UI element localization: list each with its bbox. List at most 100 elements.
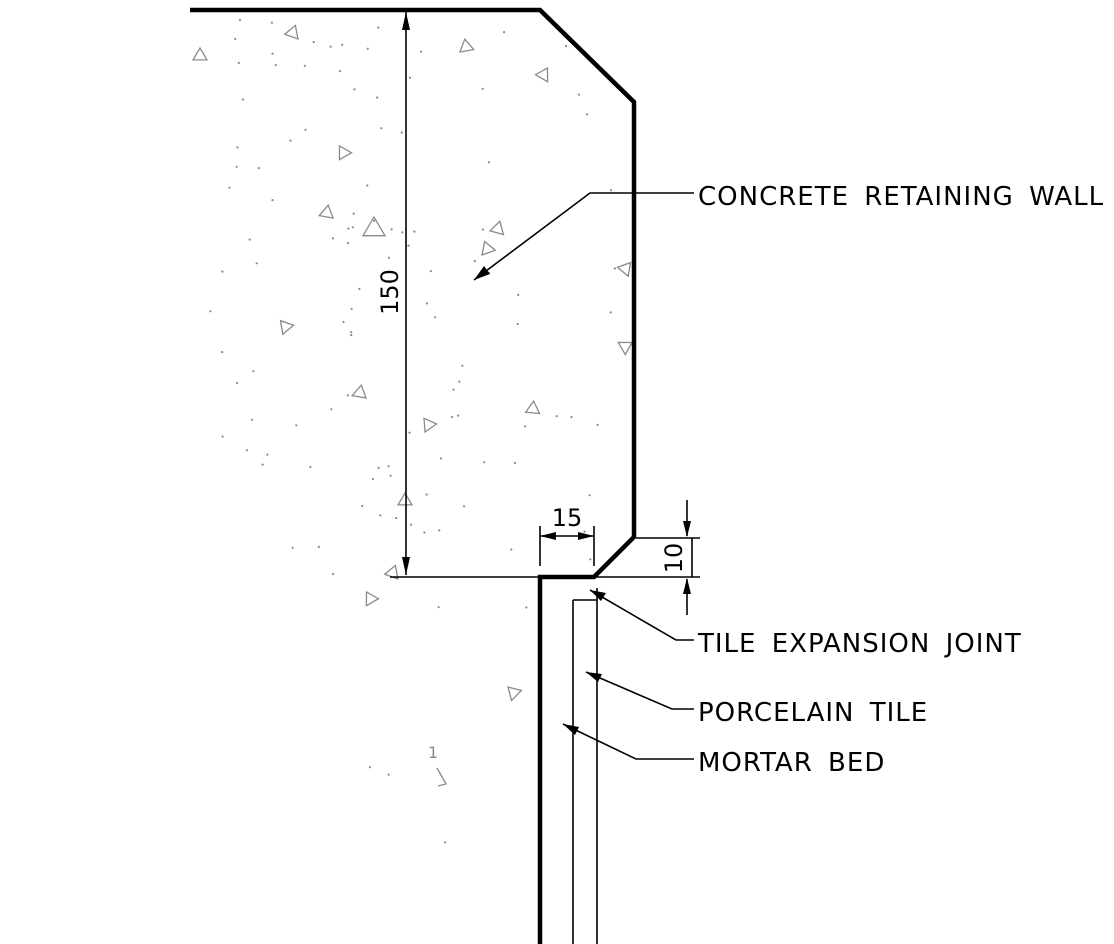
aggregate-triangle	[351, 383, 368, 399]
hatch-dot	[238, 19, 242, 22]
hatch-dot	[458, 380, 461, 383]
hatch-dot	[352, 212, 355, 215]
hatch-dot	[380, 127, 383, 130]
hatch-dot	[387, 465, 390, 468]
hatch-dot	[483, 461, 486, 464]
hatch-dot	[371, 477, 374, 481]
hatch-dot	[487, 161, 490, 164]
hatch-dot	[270, 21, 273, 24]
hatch-dot	[473, 260, 476, 263]
aggregate-triangle	[361, 215, 387, 237]
aggregate-triangle	[481, 240, 497, 256]
hatch-dot	[228, 186, 231, 189]
hatch-dot	[330, 408, 333, 411]
hatch-dot	[241, 98, 244, 101]
aggregate-triangle	[423, 417, 438, 434]
hatch-dot	[387, 256, 390, 259]
aggregate-triangle	[507, 686, 523, 702]
leader-porcelain-tile: PORCELAIN TILE	[585, 671, 927, 728]
hatch-dot	[257, 167, 260, 170]
hatch-dot	[577, 93, 581, 96]
hatch-dot	[295, 424, 298, 427]
hatch-dot	[437, 606, 440, 609]
leader-tile-expansion-joint: TILE EXPANSION JOINT	[589, 589, 1022, 659]
hatch-dot	[303, 64, 306, 67]
hatch-dot	[555, 415, 558, 418]
hatch-dot	[317, 545, 320, 549]
hatch-dot	[376, 96, 379, 99]
hatch-dot	[401, 231, 404, 234]
hatch-dot	[434, 316, 437, 319]
hatch-dot	[245, 449, 248, 452]
hatch-dot	[503, 30, 506, 34]
dimension-10-text: 10	[660, 543, 688, 574]
hatch-dot	[289, 139, 292, 142]
aggregate-triangle	[458, 37, 475, 53]
hatch-dot	[564, 45, 568, 48]
hatch-dot	[304, 128, 307, 131]
wall-outline	[190, 7, 637, 944]
hatch-dot	[439, 457, 443, 460]
aggregate-triangle	[617, 341, 634, 356]
hatch-dot	[596, 423, 599, 426]
hatch-dot	[358, 287, 361, 290]
aggregate-triangle	[318, 203, 335, 219]
hatch-dot	[209, 310, 212, 313]
label-concrete-retaining-wall: CONCRETE RETAINING WALL	[698, 182, 1104, 212]
hatch-dot	[346, 394, 350, 397]
hatch-dot	[237, 61, 240, 64]
hatch-dot	[589, 558, 592, 561]
hatch-dot	[235, 165, 238, 168]
hatch-dot	[341, 43, 344, 46]
hatch-dot	[525, 606, 528, 609]
hatch-dot	[390, 228, 393, 231]
aggregate-triangle	[283, 24, 299, 40]
hatch-dot	[248, 238, 251, 241]
hatch-dot	[461, 364, 464, 367]
hatch-dot	[395, 516, 398, 520]
hatch-dot	[481, 228, 484, 231]
hatch-dot	[236, 381, 239, 385]
hatch-dot	[312, 40, 315, 44]
hatch-dot	[408, 76, 412, 79]
hatch-dot	[450, 415, 453, 419]
hatch-dot	[429, 270, 432, 273]
hatch-dot	[425, 302, 428, 305]
leader-concrete-retaining-wall: CONCRETE RETAINING WALL	[473, 182, 1104, 281]
hatch-dot	[266, 453, 269, 456]
hatch-dot	[463, 505, 466, 508]
label-tile-expansion-joint: TILE EXPANSION JOINT	[697, 629, 1022, 659]
aggregate-mark	[436, 767, 447, 787]
dimension-15: 15	[539, 504, 595, 566]
hatch-dot	[438, 529, 441, 532]
hatch-dot	[342, 320, 345, 324]
hatch-dot	[377, 466, 380, 469]
aggregate-triangle	[524, 399, 541, 415]
stray-hatch-text: 1	[428, 743, 438, 762]
hatch-dot	[351, 226, 354, 229]
hatch-dot	[221, 435, 224, 438]
hatch-dot	[524, 425, 527, 428]
hatch-dot	[389, 474, 392, 477]
aggregate-triangle	[191, 46, 209, 61]
leader-mortar-bed: MORTAR BED	[562, 723, 884, 778]
hatch-dot	[379, 514, 382, 517]
hatch-dot	[377, 26, 380, 29]
hatch-dot	[353, 88, 356, 91]
hatch-dot	[366, 47, 369, 50]
aggregate-triangle	[279, 319, 295, 336]
hatch-dot	[420, 50, 423, 53]
hatch-dot	[409, 523, 412, 526]
hatch-dot	[481, 87, 484, 90]
hatch-dot	[423, 531, 426, 534]
aggregate-triangle	[488, 220, 505, 236]
hatch-dot	[347, 227, 350, 230]
hatch-dot	[271, 52, 274, 55]
hatch-dot	[613, 267, 616, 270]
hatch-dot	[513, 461, 517, 464]
hatch-dot	[516, 322, 519, 326]
hatch-dot	[583, 530, 586, 533]
hatch-dot	[252, 370, 255, 373]
hatch-dot	[332, 572, 335, 576]
